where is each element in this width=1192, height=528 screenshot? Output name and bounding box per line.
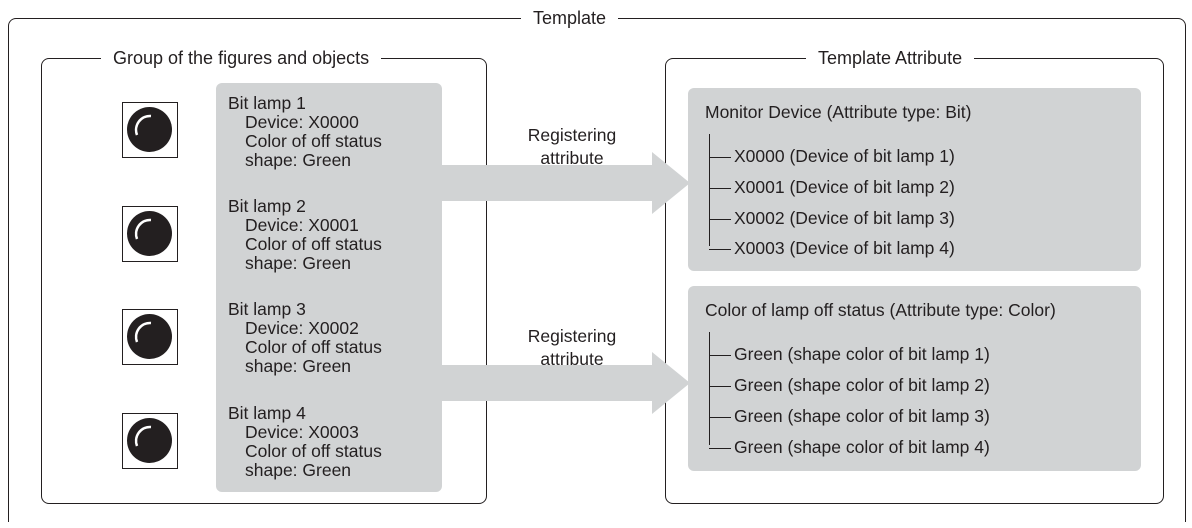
color-attribute-item: Green (shape color of bit lamp 3): [709, 406, 990, 427]
group-frame: Group of the figures and objects: [41, 47, 487, 504]
template-frame: Template: [8, 7, 1186, 522]
monitor-device-item: X0000 (Device of bit lamp 1): [709, 146, 955, 167]
attribute-title: Template Attribute: [806, 47, 975, 69]
lamp-color-label: Color of off status: [245, 337, 382, 357]
color-attribute-title: Color of lamp off status (Attribute type…: [705, 300, 1056, 320]
lamp-device: Device: X0001: [245, 215, 359, 235]
lamp-device: Device: X0002: [245, 318, 359, 338]
color-attribute-item: Green (shape color of bit lamp 2): [709, 375, 990, 396]
monitor-device-title: Monitor Device (Attribute type: Bit): [705, 102, 972, 122]
lamp-device: Device: X0000: [245, 112, 359, 132]
bit-lamp-icon: [122, 413, 178, 469]
lamp-name: Bit lamp 2: [228, 196, 306, 216]
attribute-frame: Template Attribute: [665, 47, 1164, 504]
template-title: Template: [521, 7, 619, 29]
lamp-name: Bit lamp 3: [228, 299, 306, 319]
bit-lamp-icon: [122, 206, 178, 262]
lamp-color-value: shape: Green: [245, 150, 352, 170]
lamp-color-label: Color of off status: [245, 131, 382, 151]
lamp-info-2: Bit lamp 2 Device: X0001 Color of off st…: [228, 197, 382, 273]
monitor-device-item: X0001 (Device of bit lamp 2): [709, 177, 955, 198]
color-attribute-item: Green (shape color of bit lamp 1): [709, 344, 990, 365]
lamp-color-label: Color of off status: [245, 234, 382, 254]
lamp-info-panel: [216, 83, 442, 492]
color-attribute-panel: Color of lamp off status (Attribute type…: [688, 286, 1141, 471]
lamp-name: Bit lamp 1: [228, 93, 306, 113]
bit-lamp-icon: [122, 309, 178, 365]
arrow-label-line1: Registering: [527, 125, 617, 145]
group-title: Group of the figures and objects: [101, 47, 382, 69]
lamp-color-value: shape: Green: [245, 460, 352, 480]
lamp-info-4: Bit lamp 4 Device: X0003 Color of off st…: [228, 404, 382, 480]
monitor-device-panel: Monitor Device (Attribute type: Bit) X00…: [688, 88, 1141, 271]
lamp-device: Device: X0003: [245, 422, 359, 442]
lower-arrow: [442, 352, 690, 414]
lamp-color-value: shape: Green: [245, 253, 352, 273]
arrow-label-line1: Registering: [527, 326, 617, 346]
arrow-label-line2: attribute: [540, 148, 604, 168]
monitor-device-item: X0003 (Device of bit lamp 4): [709, 238, 955, 259]
lamp-color-label: Color of off status: [245, 441, 382, 461]
upper-arrow: [442, 152, 690, 214]
lamp-info-3: Bit lamp 3 Device: X0002 Color of off st…: [228, 300, 382, 376]
lower-arrow-label: Registering attribute: [502, 325, 642, 371]
lamp-info-1: Bit lamp 1 Device: X0000 Color of off st…: [228, 94, 382, 170]
bit-lamp-icon: [122, 102, 178, 158]
upper-arrow-label: Registering attribute: [502, 124, 642, 170]
lamp-color-value: shape: Green: [245, 356, 352, 376]
arrow-label-line2: attribute: [540, 349, 604, 369]
color-attribute-item: Green (shape color of bit lamp 4): [709, 437, 990, 458]
monitor-device-item: X0002 (Device of bit lamp 3): [709, 208, 955, 229]
lamp-name: Bit lamp 4: [228, 403, 306, 423]
